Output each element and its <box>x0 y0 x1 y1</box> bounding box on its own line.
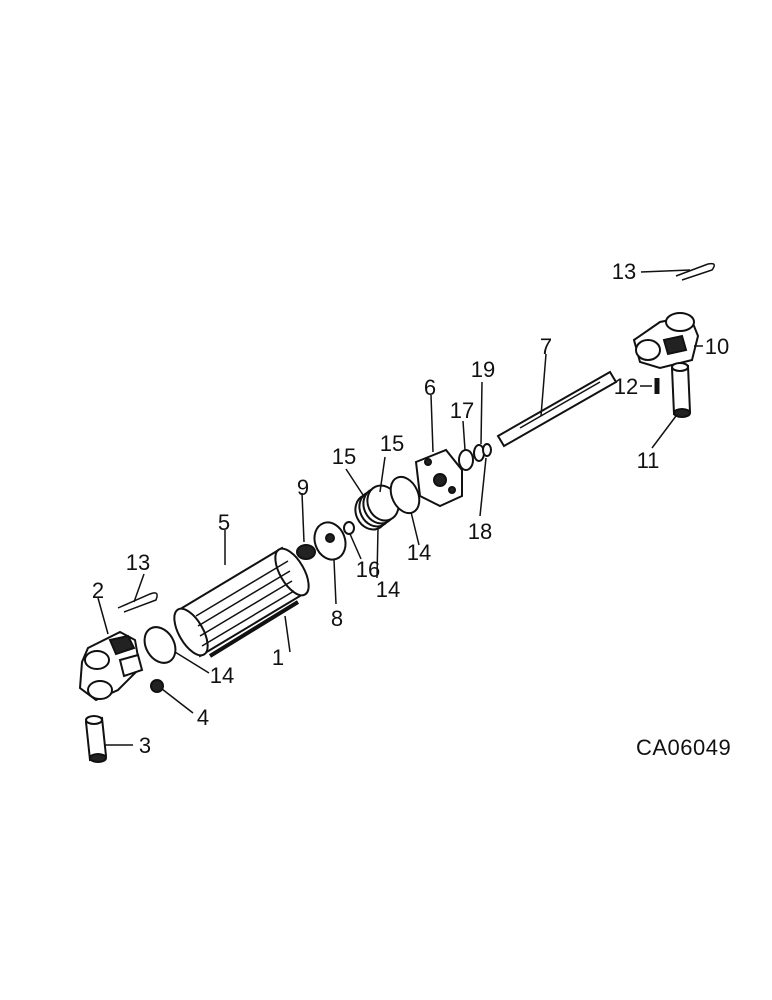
callout-13-left: 13 <box>126 550 150 575</box>
callout-15-right: 15 <box>380 431 404 456</box>
callout-18: 18 <box>468 519 492 544</box>
callout-3: 3 <box>139 733 151 758</box>
callout-2: 2 <box>92 578 104 603</box>
callout-15-left: 15 <box>332 444 356 469</box>
callout-16: 16 <box>356 557 380 582</box>
callout-6: 6 <box>424 375 436 400</box>
callout-7: 7 <box>540 334 552 359</box>
part-small-ring <box>343 521 355 535</box>
callout-17: 17 <box>450 398 474 423</box>
part-yoke-right <box>632 312 700 370</box>
part-ball <box>150 679 164 693</box>
part-cotter-pin-right <box>675 262 715 281</box>
part-yoke-left <box>78 630 144 702</box>
part-tube <box>173 546 310 658</box>
callout-4: 4 <box>197 705 209 730</box>
part-ring-middle <box>389 475 421 515</box>
part-bearing <box>296 544 316 560</box>
callout-13-right: 13 <box>612 259 636 284</box>
callout-9: 9 <box>297 475 309 500</box>
callout-5: 5 <box>218 510 230 535</box>
callout-14-ring: 14 <box>407 540 431 565</box>
callout-8: 8 <box>331 606 343 631</box>
part-clip-18 <box>482 443 492 457</box>
part-pin-right <box>670 362 692 418</box>
callout-11: 11 <box>637 448 660 473</box>
part-ring-left <box>143 626 177 664</box>
part-flange <box>414 448 463 508</box>
callout-10: 10 <box>705 334 729 359</box>
part-ring-17 <box>458 449 474 471</box>
part-rod <box>208 600 300 658</box>
callout-12: 12 <box>614 374 638 399</box>
callout-14-left: 14 <box>210 663 234 688</box>
part-plate <box>313 521 347 561</box>
callout-19: 19 <box>471 357 495 382</box>
part-pin-left <box>84 715 108 763</box>
part-cotter-pin-left <box>117 592 158 613</box>
callout-1: 1 <box>272 645 284 670</box>
leader-lines <box>97 269 703 746</box>
drawing-code: CA06049 <box>636 735 731 760</box>
callout-14-center: 14 <box>376 577 400 602</box>
callout-labels: 1 2 3 4 5 6 7 8 9 10 11 12 13 13 14 14 1… <box>92 259 729 758</box>
part-shaft <box>496 370 618 448</box>
